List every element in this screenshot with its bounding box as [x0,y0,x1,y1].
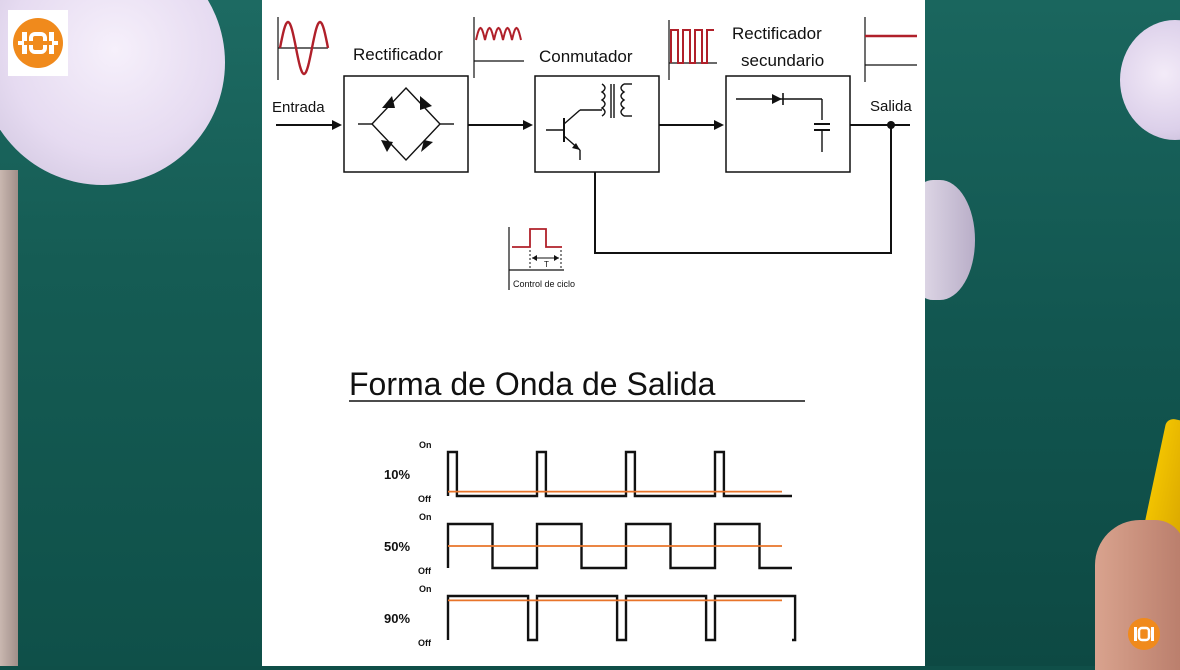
duty-label: 90% [384,611,410,626]
feedback-loop [594,125,892,254]
pulse-train [446,522,792,570]
label-rectifier: Rectificador [353,45,443,64]
off-label: Off [418,494,432,504]
on-label: On [419,512,432,522]
slide-panel: Rectificador Conmutador Rectificador sec… [262,0,925,666]
rectified-wave-icon [473,17,524,78]
label-secondary-line1: Rectificador [732,24,822,43]
diode-bridge-icon [358,86,454,162]
duty-control-inset: T Control de ciclo [508,227,575,290]
duty-marker: T [544,260,549,269]
transistor-icon [546,109,602,160]
label-switcher: Conmutador [539,47,633,66]
waveform-title: Forma de Onda de Salida [349,366,716,402]
logo-icon [1126,616,1162,652]
capacitor-icon [814,123,830,152]
pulse-train [446,450,792,498]
label-duty-control: Control de ciclo [513,279,575,289]
off-label: Off [418,566,432,576]
on-label: On [419,440,432,450]
switcher-block [534,75,660,173]
label-output: Salida [870,98,912,115]
sine-wave-input-icon [277,17,330,80]
wood-strip-left [0,170,18,666]
label-secondary-line2: secundario [741,51,824,70]
label-input: Entrada [272,99,325,116]
diode-icon [736,93,823,120]
logo-icon [8,10,68,76]
square-wave-icon [668,20,717,80]
on-label: On [419,584,432,594]
block-diagram: Rectificador Conmutador Rectificador sec… [272,17,917,648]
secondary-rectifier-block [725,75,851,173]
duty-label: 10% [384,467,410,482]
transformer-icon [600,83,632,118]
pulse-train [446,594,797,642]
off-label: Off [418,638,432,648]
duty-label: 50% [384,539,410,554]
dc-output-icon [864,17,917,82]
